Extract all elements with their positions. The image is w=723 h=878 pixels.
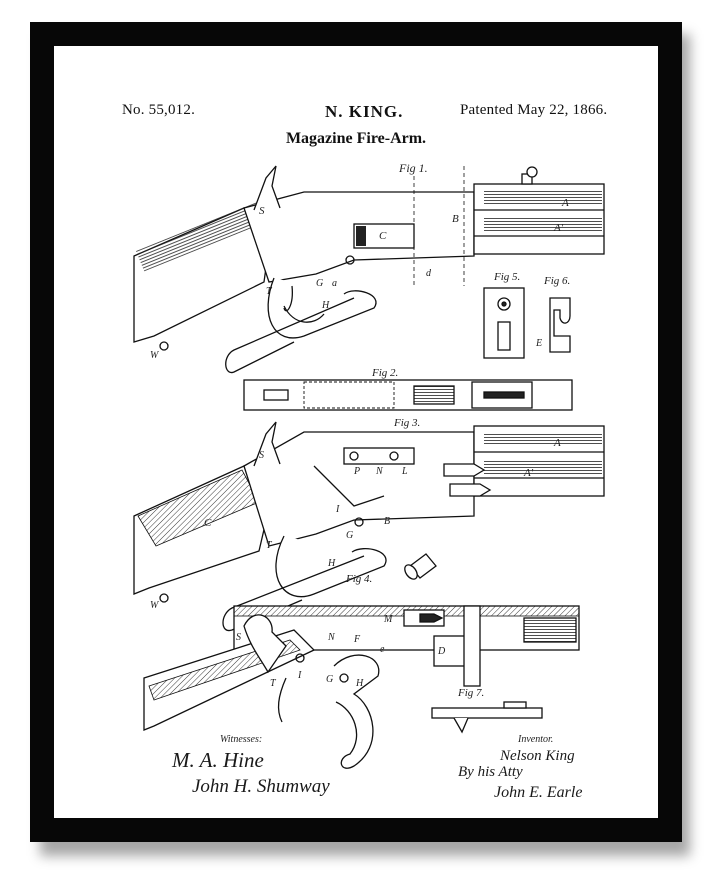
- fig4-letter-d: D: [437, 646, 446, 657]
- figure-5: [483, 287, 525, 359]
- inventor-label: Inventor.: [518, 734, 554, 745]
- fig1-letter-c: C: [379, 230, 387, 242]
- fig3-letter-b: B: [384, 516, 390, 527]
- fig1-letter-b: B: [452, 213, 459, 225]
- fig1-letter-s: S: [259, 205, 265, 217]
- figure-3: [133, 421, 605, 632]
- patent-drawing: Fig 1. S B C A A' G T H W d a Fig 5.: [133, 161, 605, 769]
- witnesses-label: Witnesses:: [220, 734, 263, 745]
- fig3-label: Fig 3.: [393, 417, 420, 429]
- fig1-letter-h: H: [321, 300, 330, 311]
- patent-print: No. 55,012. N. KING. Patented May 22, 18…: [54, 46, 658, 818]
- figure-6: [549, 297, 571, 353]
- fig1-letter-a-small: a: [332, 278, 337, 289]
- fig4-letter-e: e: [380, 644, 385, 655]
- fig3-letter-l: L: [401, 466, 408, 477]
- fig3-letter-p: P: [353, 466, 360, 477]
- figure-7: [431, 701, 543, 734]
- figure-4: [143, 605, 580, 769]
- attorney-signature: John E. Earle: [494, 784, 583, 801]
- fig5-label: Fig 5.: [493, 271, 520, 283]
- witness-signature-1: M. A. Hine: [172, 748, 264, 772]
- fig1-letter-a1: A': [553, 222, 564, 234]
- loose-cartridge: [404, 553, 437, 580]
- fig4-letter-m: M: [383, 614, 393, 625]
- fig4-letter-i: I: [297, 670, 302, 681]
- fig1-letter-d: d: [426, 268, 432, 279]
- inventor-name: N. KING.: [325, 102, 404, 121]
- fig1-letter-w: W: [150, 350, 160, 361]
- figure-2: [243, 379, 573, 411]
- fig4-letter-n: N: [327, 632, 336, 643]
- fig3-letter-i: I: [335, 504, 340, 515]
- patent-date: Patented May 22, 1866.: [460, 102, 608, 118]
- fig4-letter-g: G: [326, 674, 333, 685]
- inventor-signature: Nelson King: [500, 748, 575, 764]
- fig3-letter-w: W: [150, 600, 160, 611]
- fig6-label: Fig 6.: [543, 275, 570, 287]
- fig1-letter-a: A: [561, 197, 569, 209]
- fig3-letter-s: S: [259, 450, 264, 461]
- attorney-by-line: By his Atty: [458, 764, 523, 780]
- fig3-letter-a1: A': [523, 467, 534, 479]
- patent-title: Magazine Fire-Arm.: [285, 130, 427, 147]
- patent-number: No. 55,012.: [122, 102, 196, 118]
- fig2-label: Fig 2.: [371, 367, 398, 379]
- fig1-letter-t: T: [266, 286, 273, 297]
- fig4-label: Fig 4.: [345, 573, 372, 585]
- fig3-letter-n: N: [375, 466, 384, 477]
- fig4-letter-t: T: [270, 678, 277, 689]
- fig4-letter-h: H: [355, 678, 364, 689]
- fig1-letter-g: G: [316, 278, 323, 289]
- fig3-letter-h: H: [327, 558, 336, 569]
- fig7-label: Fig 7.: [457, 687, 484, 699]
- fig3-letter-g: G: [346, 530, 353, 541]
- fig4-letter-f: F: [353, 634, 361, 645]
- fig6-letter-e: E: [535, 338, 542, 349]
- figure-1: [133, 165, 605, 374]
- witness-signature-2: John H. Shumway: [192, 776, 330, 797]
- fig4-letter-s: S: [236, 632, 241, 643]
- fig3-letter-t: T: [266, 540, 273, 551]
- fig1-label: Fig 1.: [398, 161, 428, 175]
- fig3-letter-a: A: [553, 437, 561, 449]
- fig3-letter-c: C: [204, 517, 212, 529]
- picture-frame: No. 55,012. N. KING. Patented May 22, 18…: [30, 22, 682, 842]
